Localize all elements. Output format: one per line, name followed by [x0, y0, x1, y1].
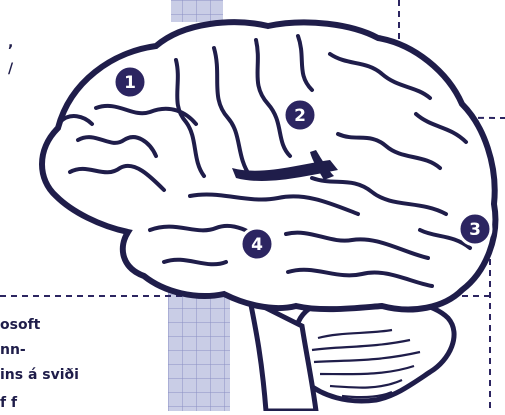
marker-1-label: 1 — [124, 73, 136, 93]
text-fragment-line-4: f f — [0, 396, 17, 410]
cerebrum — [42, 22, 495, 309]
marker-2-label: 2 — [294, 106, 306, 126]
grid-panel-bottom — [168, 288, 230, 411]
marker-1: 1 — [114, 66, 146, 98]
marker-4-label: 4 — [251, 235, 263, 255]
brain — [42, 22, 495, 411]
marker-3: 3 — [459, 213, 491, 245]
marker-2: 2 — [284, 99, 316, 131]
text-fragment-top-a: , — [8, 36, 13, 50]
text-fragment-line-2: nn- — [0, 343, 26, 357]
marker-4: 4 — [241, 228, 273, 260]
marker-3-label: 3 — [469, 220, 481, 240]
grid-panel-top — [171, 0, 223, 22]
text-fragment-top-b: / — [8, 62, 13, 76]
text-fragment-line-1: osoft — [0, 318, 40, 332]
text-fragment-line-3: ins á sviði — [0, 368, 79, 382]
